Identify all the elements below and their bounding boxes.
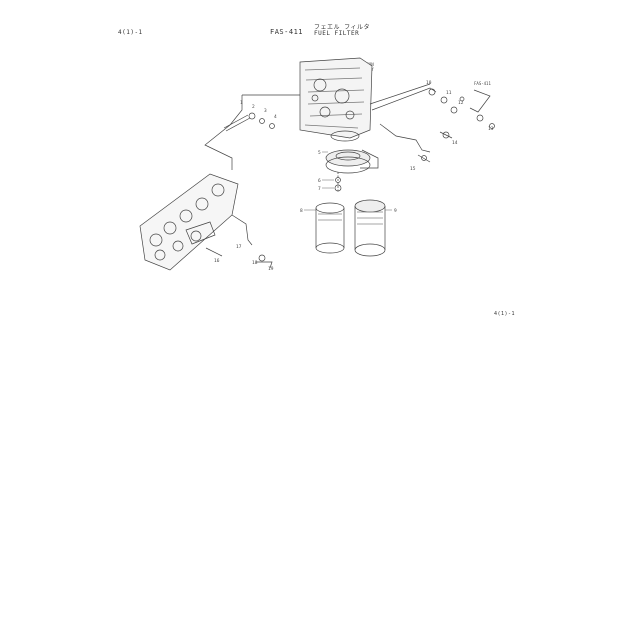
part-number-label: 15: [410, 166, 416, 172]
fuel-line-left: [204, 94, 300, 170]
part-number-label: 10: [426, 80, 432, 86]
filter-head: [325, 149, 379, 174]
fuel-line-right: [371, 87, 437, 153]
page-section-code: 4(1)-1: [118, 29, 143, 36]
part-number-label: 9: [394, 208, 397, 214]
top-right-ref-callout: FAS-411: [474, 81, 491, 86]
title-english: FUEL FILTER: [314, 30, 360, 37]
footer-code: 4(1)-1: [494, 311, 516, 317]
part-number-label: 2: [252, 104, 255, 110]
filter-bracket-assembly: [139, 173, 273, 271]
part-number-label: 18: [252, 260, 258, 266]
page-code: FAS-411: [270, 28, 304, 36]
filter-cartridge-left: [315, 202, 345, 254]
part-number-label: 19: [268, 266, 274, 272]
title-japanese: フェエル フィルタ: [314, 24, 370, 31]
part-number-label: 13: [488, 126, 494, 132]
part-number-label: 16: [214, 258, 220, 264]
engine-block-illustration: [299, 57, 373, 139]
part-number-label: 12: [458, 100, 464, 106]
part-number-label: 5: [318, 150, 321, 156]
part-number-label: 4: [274, 114, 277, 120]
part-number-label: 8: [300, 208, 303, 214]
part-number-label: 6: [318, 178, 321, 184]
part-number-label: 11: [446, 90, 452, 96]
part-number-label: 1: [240, 100, 243, 106]
part-number-label: 3: [264, 108, 267, 114]
part-number-label: 17: [236, 244, 242, 250]
part-number-label: 7: [318, 186, 321, 192]
filter-cartridge-right: [354, 199, 386, 257]
part-number-label: 14: [452, 140, 458, 146]
o-ring: [330, 130, 360, 142]
